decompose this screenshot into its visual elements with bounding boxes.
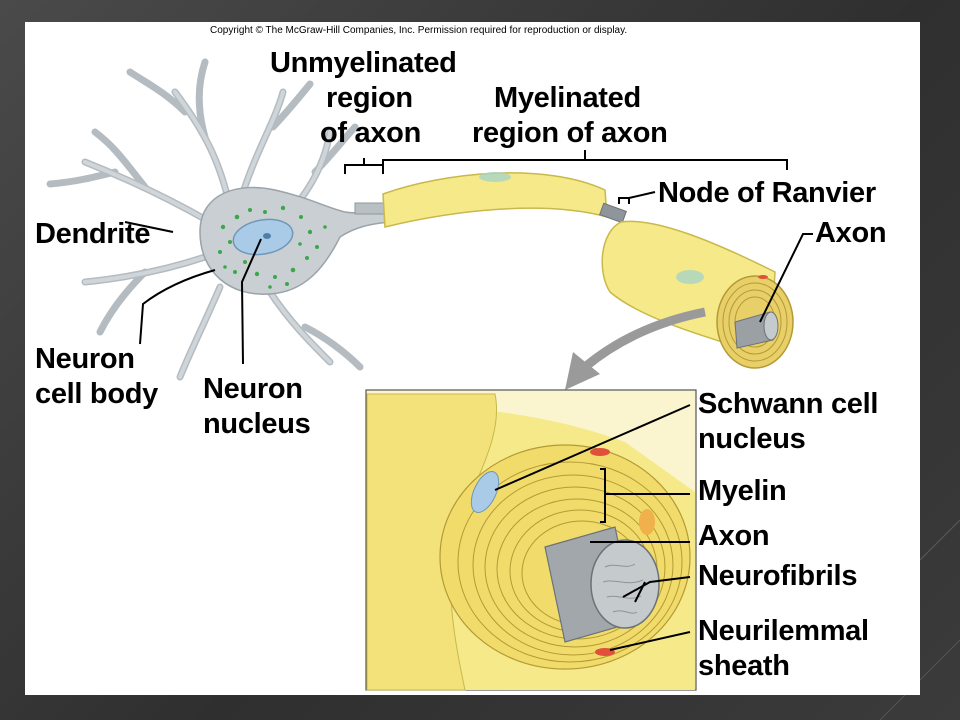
label-unmyelinated-2: region xyxy=(326,82,413,114)
label-myelinated-2: region of axon xyxy=(472,117,668,149)
label-axon-top: Axon xyxy=(815,217,887,249)
zoom-arrow xyxy=(582,307,706,371)
label-cell-body-2: cell body xyxy=(35,378,158,410)
label-neurilemmal-1: Neurilemmal xyxy=(698,615,869,647)
label-schwann-1: Schwann cell xyxy=(698,388,879,420)
label-dendrite: Dendrite xyxy=(35,218,151,250)
label-nucleus-1: Neuron xyxy=(203,373,303,405)
label-node-of-ranvier: Node of Ranvier xyxy=(658,177,876,209)
label-axon-inset: Axon xyxy=(698,520,770,552)
label-nucleus-2: nucleus xyxy=(203,408,311,440)
label-myelinated-1: Myelinated xyxy=(494,82,641,114)
label-neurilemmal-2: sheath xyxy=(698,650,790,682)
label-schwann-2: nucleus xyxy=(698,423,806,455)
leader-lines xyxy=(124,150,813,651)
organelle-dots xyxy=(218,205,327,289)
copyright-notice: Copyright © The McGraw-Hill Companies, I… xyxy=(210,25,628,36)
label-myelin: Myelin xyxy=(698,475,787,507)
label-unmyelinated-1: Unmyelinated xyxy=(270,47,457,79)
label-cell-body-1: Neuron xyxy=(35,343,135,375)
inset-axon-end xyxy=(590,539,660,629)
neuron-illustration xyxy=(46,58,813,691)
inset-illustration xyxy=(366,393,695,691)
label-unmyelinated-3: of axon xyxy=(320,117,422,149)
label-neurofibrils: Neurofibrils xyxy=(698,560,858,592)
neuron-nucleus xyxy=(232,218,294,256)
diagram-panel: Copyright © The McGraw-Hill Companies, I… xyxy=(25,22,920,695)
